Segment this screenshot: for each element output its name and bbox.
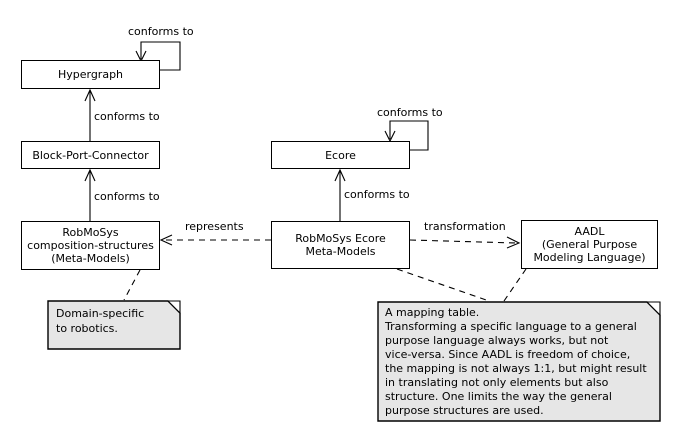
- node-aadl: AADL (General Purpose Modeling Language): [521, 220, 658, 269]
- hypergraph-loop-label: conforms to: [128, 25, 194, 38]
- recore-to-mapping-note-connector: [396, 268, 490, 302]
- node-block-port-connector: Block-Port-Connector: [21, 141, 160, 169]
- bpc-to-hypergraph-edge: [84, 88, 96, 141]
- node-robmosys-composition-label: RobMoSys composition-structures (Meta-Mo…: [27, 226, 154, 265]
- node-robmosys-ecore-label: RobMoSys Ecore Meta-Models: [295, 232, 386, 258]
- composition-to-domain-note-connector: [123, 269, 141, 301]
- recore-ecore-edge-label: conforms to: [344, 188, 410, 201]
- represents-edge: [159, 234, 271, 246]
- composition-bpc-edge-label: conforms to: [94, 190, 160, 203]
- ecore-loop-label: conforms to: [377, 106, 443, 119]
- node-ecore: Ecore: [271, 141, 410, 169]
- transformation-edge: [409, 236, 521, 249]
- bpc-hypergraph-edge-label: conforms to: [94, 110, 160, 123]
- node-hypergraph: Hypergraph: [21, 60, 160, 89]
- mapping-note-to-aadl-connector: [503, 268, 527, 302]
- node-aadl-label: AADL (General Purpose Modeling Language): [533, 225, 646, 264]
- represents-edge-label: represents: [185, 220, 244, 233]
- node-ecore-label: Ecore: [325, 148, 356, 162]
- mapping-note-text: A mapping table. Transforming a specific…: [385, 306, 647, 417]
- domain-note-shape: [47, 300, 181, 350]
- node-block-port-connector-label: Block-Port-Connector: [32, 148, 149, 162]
- node-robmosys-ecore: RobMoSys Ecore Meta-Models: [271, 221, 410, 269]
- composition-to-bpc-edge: [84, 168, 96, 221]
- domain-note-text: Domain-specific to robotics.: [56, 307, 145, 335]
- transformation-edge-label: transformation: [424, 220, 506, 233]
- node-robmosys-composition: RobMoSys composition-structures (Meta-Mo…: [21, 221, 160, 270]
- mapping-note-shape: [377, 301, 661, 422]
- node-hypergraph-label: Hypergraph: [57, 68, 124, 81]
- recore-to-ecore-edge: [334, 168, 346, 221]
